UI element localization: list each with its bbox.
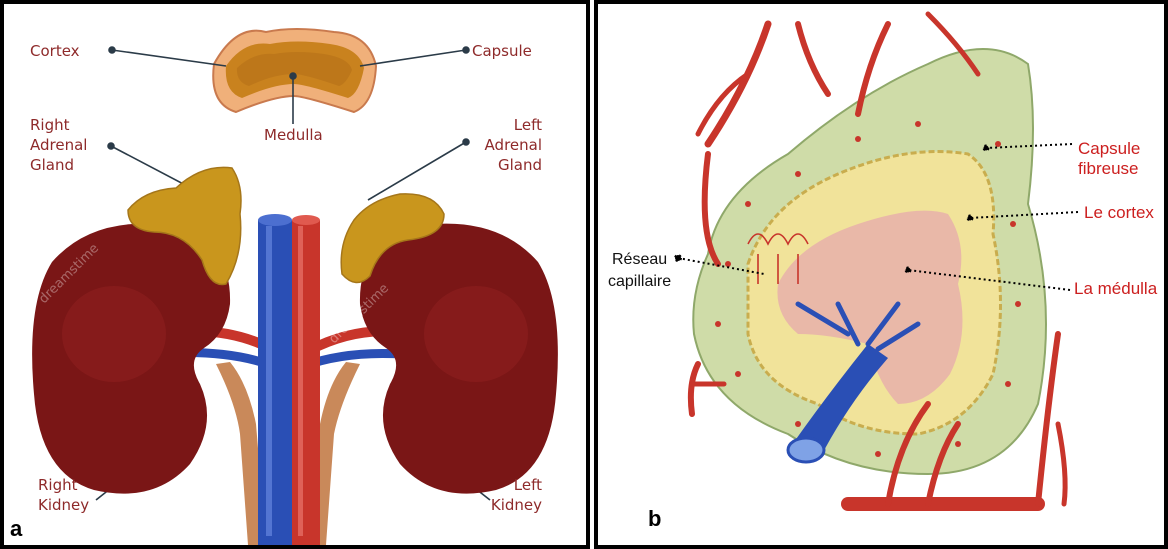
label-right-adrenal-line1: Right xyxy=(30,116,70,134)
label-capsule: Capsule xyxy=(472,42,532,60)
panel-b-diagram: Capsule fibreuse Le cortex La médulla Ré… xyxy=(598,4,1164,545)
right-kidney xyxy=(32,224,230,494)
label-right-kidney-line2: Kidney xyxy=(38,496,89,514)
label-right-adrenal-line3: Gland xyxy=(30,156,74,174)
great-vessels xyxy=(258,214,320,545)
label-medulla: Medulla xyxy=(264,126,323,144)
label-la-medulla: La médulla xyxy=(1074,279,1158,298)
label-cortex: Cortex xyxy=(30,42,80,60)
label-left-adrenal-line2: Adrenal xyxy=(485,136,542,154)
label-right-adrenal-line2: Adrenal xyxy=(30,136,87,154)
label-capsule-fibreuse-line2: fibreuse xyxy=(1078,159,1138,178)
label-left-adrenal-line3: Gland xyxy=(498,156,542,174)
label-right-kidney-line1: Right xyxy=(38,476,78,494)
label-capsule-fibreuse-line1: Capsule xyxy=(1078,139,1140,158)
panel-a-adrenal-kidney-illustration: dreamstime dreamstime Cortex Capsule Med… xyxy=(0,0,590,549)
label-left-adrenal-line1: Left xyxy=(514,116,542,134)
label-left-kidney-line2: Kidney xyxy=(491,496,542,514)
panel-letter-b: b xyxy=(648,506,661,531)
panel-letter-a: a xyxy=(10,516,23,541)
label-reseau-line2: capillaire xyxy=(608,273,671,290)
left-kidney xyxy=(360,224,558,494)
panel-b-adrenal-section-illustration: Capsule fibreuse Le cortex La médulla Ré… xyxy=(594,0,1168,549)
label-left-kidney-line1: Left xyxy=(514,476,542,494)
label-le-cortex: Le cortex xyxy=(1084,203,1154,222)
panel-a-diagram: dreamstime dreamstime Cortex Capsule Med… xyxy=(4,4,586,545)
label-reseau-line1: Réseau xyxy=(612,251,667,268)
adrenal-cross-section xyxy=(213,29,376,112)
